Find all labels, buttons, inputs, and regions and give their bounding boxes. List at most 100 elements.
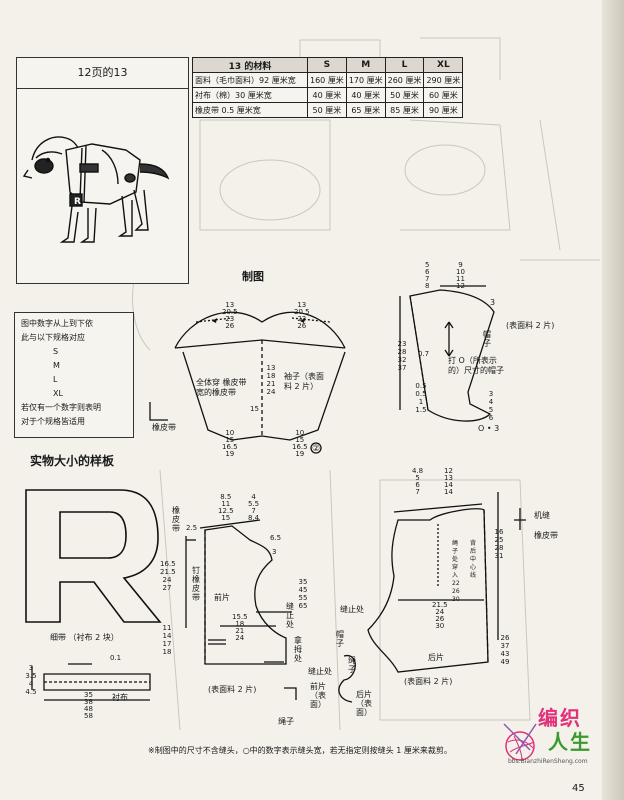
logo-url: bbs.BianzhiRenSheng.com bbox=[508, 758, 588, 765]
back-stop2-label: 缝止处 bbox=[308, 667, 332, 676]
note-line: 此与以下规格对应 bbox=[21, 333, 85, 342]
actual-size-title: 实物大小的样板 bbox=[30, 454, 115, 468]
dog-illustration: R bbox=[22, 136, 170, 243]
back-hat-label: 帽子 bbox=[336, 630, 344, 648]
collar-outline bbox=[409, 289, 495, 422]
hood-mid-measure: 15 bbox=[250, 405, 259, 413]
back-stop-label: 缝止处 bbox=[340, 605, 364, 614]
material-name: 橡皮带 0.5 厘米宽 bbox=[192, 102, 308, 118]
sleeve-outline bbox=[182, 351, 346, 441]
back-band-label: 橡皮带 bbox=[534, 531, 558, 540]
hood-left-label: 全体穿 橡皮带 宽的橡皮带 bbox=[196, 378, 247, 397]
diagram-title: 制图 bbox=[242, 270, 264, 283]
materials-table: 13 的材料 S M L XL 面料（毛巾面料）92 厘米宽 160 厘米 17… bbox=[192, 57, 464, 118]
seam-allowance-marker: ② bbox=[312, 444, 321, 454]
material-value: 85 厘米 bbox=[384, 102, 425, 118]
logo-line1: 编织 bbox=[538, 706, 582, 730]
note-size: XL bbox=[53, 389, 63, 398]
front-gusset-label: 缝止处 bbox=[286, 602, 294, 629]
collar-fabric-label: (表面料 2 片) bbox=[506, 321, 555, 330]
note-size: L bbox=[53, 375, 58, 384]
note-line: 图中数字从上到下依 bbox=[21, 319, 93, 328]
note-line: 若仅有一个数字则表明 bbox=[21, 403, 101, 412]
note-line: 对于个规格皆适用 bbox=[21, 417, 85, 426]
logo-line2: 人生 bbox=[548, 730, 592, 754]
page-number: 45 bbox=[572, 783, 585, 794]
size-note-box: 图中数字从上到下依 此与以下规格对应 S M L XL 若仅有一个数字则表明 对… bbox=[14, 312, 134, 438]
material-value: 50 厘米 bbox=[307, 102, 347, 118]
back-piece-label: 后片 bbox=[428, 653, 444, 662]
front-cord-label: 绳子 bbox=[278, 717, 294, 726]
collar-inner-label: 打 O（所表示的）尺寸的帽子 bbox=[448, 356, 504, 375]
back-inner-vertical-label: 绳子处穿入 22 26 30 bbox=[452, 540, 460, 603]
hood-outline bbox=[174, 311, 346, 349]
hood-right-label: 袖子（表面料 2 片） bbox=[284, 372, 324, 391]
size-header: XL bbox=[423, 57, 464, 73]
page-gutter bbox=[602, 0, 624, 800]
table-row: 面料（毛巾面料）92 厘米宽 160 厘米 170 厘米 260 厘米 290 … bbox=[192, 72, 464, 88]
material-value: 90 厘米 bbox=[423, 102, 464, 118]
back-piece-outline bbox=[367, 508, 489, 673]
yarn-ball-icon bbox=[503, 723, 537, 761]
hood-band-label: 橡皮带 bbox=[152, 423, 176, 432]
material-value: 65 厘米 bbox=[345, 102, 386, 118]
front-outer-label: 前片（表面） bbox=[310, 682, 326, 709]
model-title: 12页的13 bbox=[17, 58, 188, 89]
strap-top-measure: 0.1 bbox=[110, 654, 122, 662]
front-sleeve-label: 钉橡皮带 bbox=[192, 566, 200, 602]
back-outer-label: 后片（表面） bbox=[356, 690, 372, 717]
strap-label: 细带 （衬布 2 块） bbox=[50, 633, 119, 642]
footnote: ※制图中的尺寸不含缝头，○中的数字表示缝头宽，若无指定则按缝头 1 厘米来裁剪。 bbox=[148, 746, 452, 755]
front-piece-outline bbox=[204, 525, 287, 665]
back-fabric-label: (表面料 2 片) bbox=[404, 677, 453, 686]
front-notch-label: 拿拇处 bbox=[294, 636, 302, 663]
front-mark-2: 3 bbox=[272, 548, 277, 556]
front-piece-label: 前片 bbox=[214, 593, 230, 602]
collar-hat-label: 帽子 bbox=[483, 330, 491, 348]
table-row: 橡皮带 0.5 厘米宽 50 厘米 65 厘米 85 厘米 90 厘米 bbox=[192, 102, 464, 118]
site-logo: 编织 人生 bbs.BianzhiRenSheng.com bbox=[503, 700, 608, 770]
front-mid-mark: 6.5 bbox=[270, 534, 282, 542]
front-mark-1: 2.5 bbox=[186, 524, 198, 532]
collar-bottom-mark: O • 3 bbox=[478, 424, 500, 433]
note-size: S bbox=[53, 347, 59, 356]
front-fabric-label: (表面料 2 片) bbox=[208, 685, 257, 694]
strap-lining-label: 衬布 bbox=[112, 693, 128, 702]
back-machine-label: 机缝 bbox=[534, 511, 550, 520]
collar-mark-3: 3 bbox=[490, 298, 496, 307]
materials-title: 13 的材料 bbox=[192, 57, 308, 73]
back-center-line-label: 背后中心线 bbox=[470, 540, 477, 579]
front-band-label: 橡皮带 bbox=[172, 506, 180, 533]
coat-letter-patch: R bbox=[74, 197, 81, 207]
strap-outline bbox=[43, 673, 151, 691]
collar-mark-07: 0.7 bbox=[418, 350, 430, 358]
size-header: L bbox=[384, 57, 425, 73]
back-cord-label: 绳子 bbox=[348, 656, 356, 674]
note-size: M bbox=[53, 361, 60, 370]
